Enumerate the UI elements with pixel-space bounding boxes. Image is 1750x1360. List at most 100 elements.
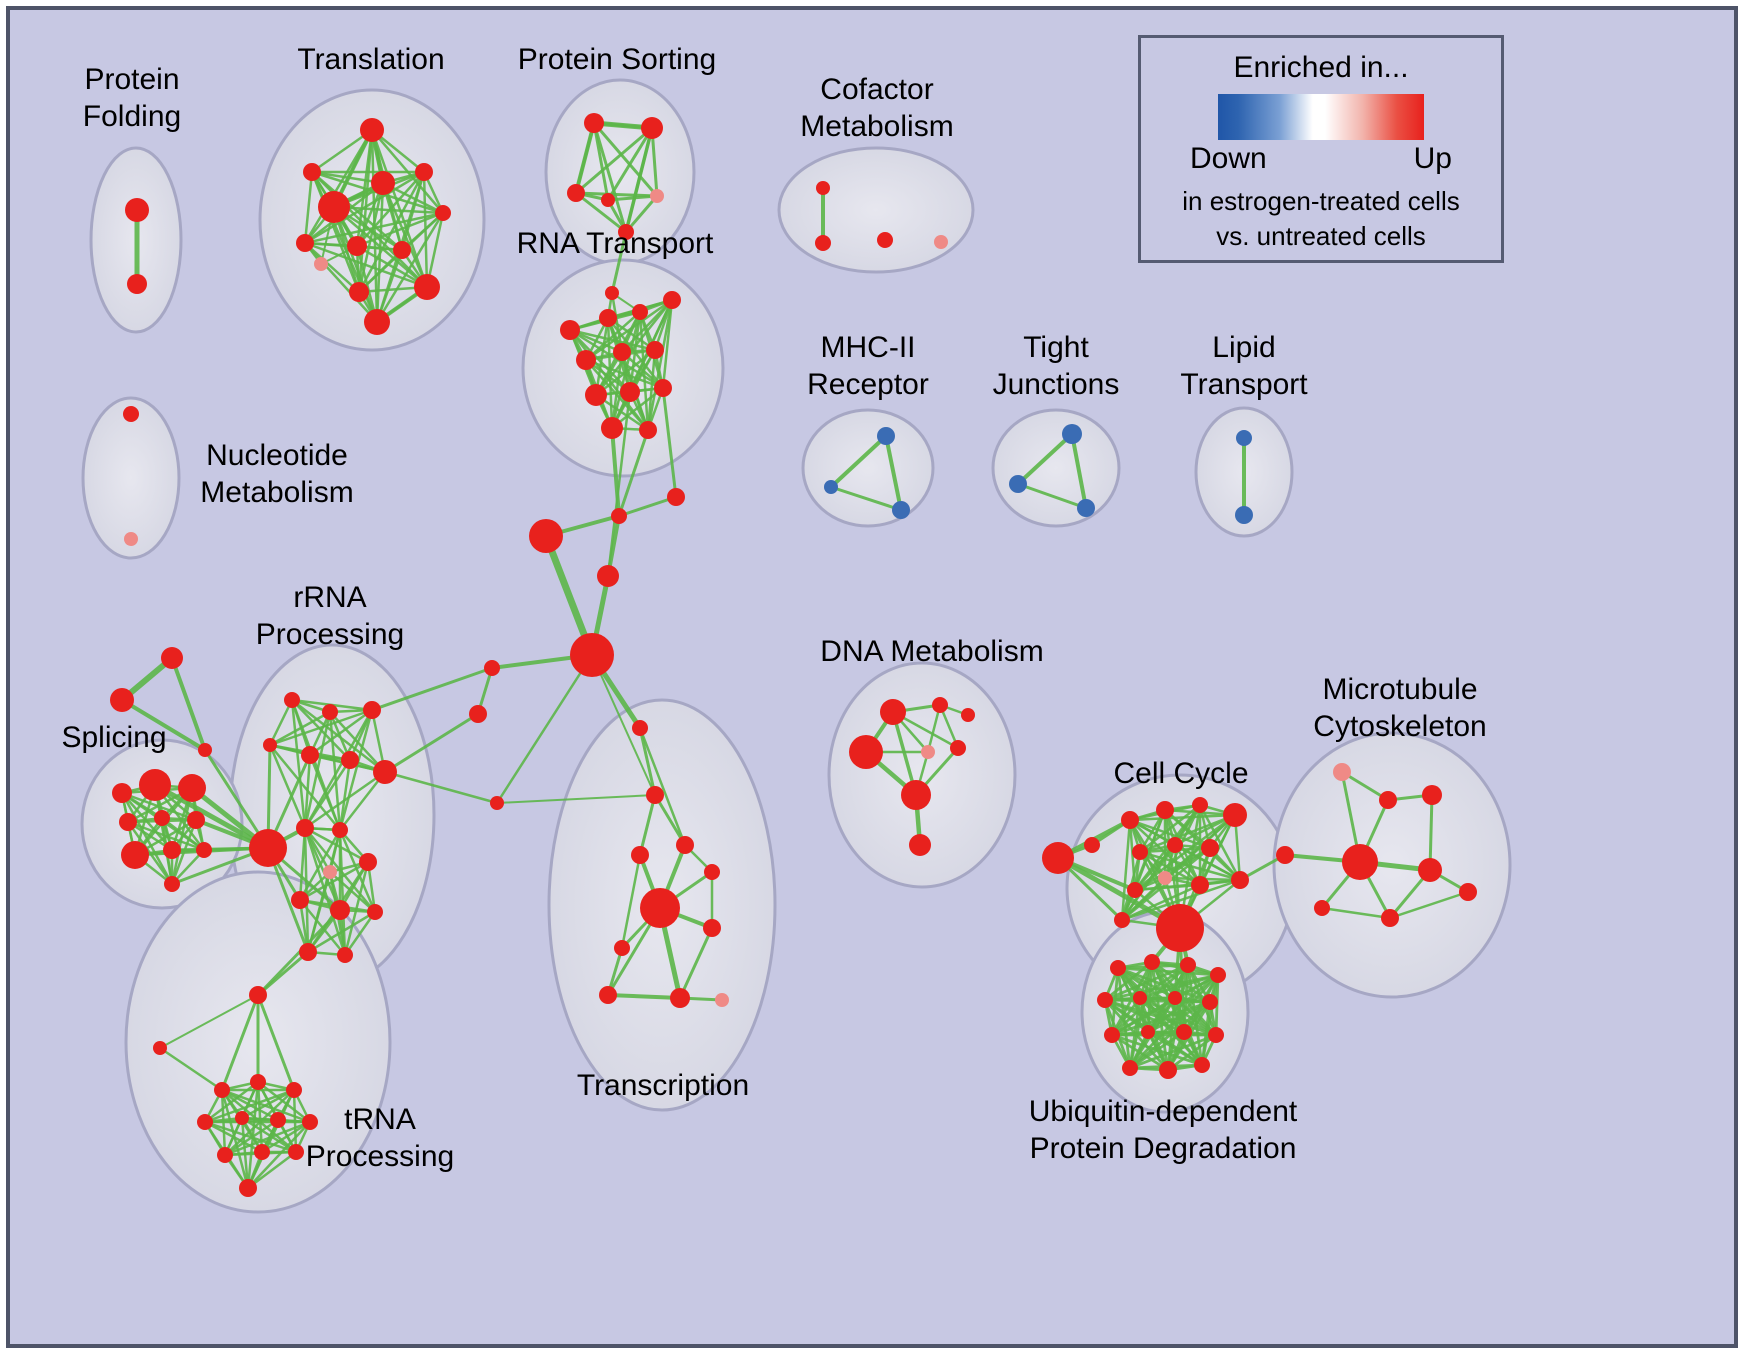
edge xyxy=(355,244,429,289)
gene-set-node xyxy=(1156,801,1174,819)
gene-set-node xyxy=(1159,1061,1177,1079)
gene-set-node xyxy=(1210,967,1226,983)
gene-set-node xyxy=(892,501,910,519)
gene-set-node xyxy=(1236,430,1252,446)
gene-set-node xyxy=(631,846,649,864)
gene-set-node xyxy=(288,1144,304,1160)
edge xyxy=(256,950,310,997)
gene-set-node xyxy=(314,257,328,271)
gene-set-node xyxy=(187,811,205,829)
edge xyxy=(159,994,259,1049)
edge xyxy=(1070,432,1088,510)
cluster-ellipse-tight-junctions xyxy=(991,408,1121,528)
gene-set-node xyxy=(198,743,212,757)
gene-set-node xyxy=(1009,475,1027,493)
edge xyxy=(653,793,687,847)
edge xyxy=(678,926,714,1000)
gene-set-node xyxy=(611,508,627,524)
gene-set-node xyxy=(601,417,623,439)
edge xyxy=(338,758,352,832)
gene-set-node xyxy=(1168,991,1182,1005)
gene-set-node xyxy=(178,774,206,802)
gene-set-node xyxy=(646,341,664,359)
cluster-label-rna-transport: RNA Transport xyxy=(516,227,714,260)
gene-set-node xyxy=(599,309,617,327)
gene-set-node xyxy=(1276,846,1294,864)
edge xyxy=(1120,818,1132,922)
gene-set-node xyxy=(110,688,134,712)
edge xyxy=(160,816,206,852)
edge xyxy=(926,703,942,754)
edge xyxy=(370,128,429,289)
gene-set-node xyxy=(154,810,170,826)
edge xyxy=(496,794,656,804)
gene-set-node xyxy=(1084,837,1100,853)
edge xyxy=(338,708,374,832)
edge xyxy=(303,708,374,830)
edge xyxy=(298,828,342,902)
edge xyxy=(246,1150,298,1190)
gene-set-node xyxy=(1121,811,1139,829)
edge xyxy=(591,654,656,796)
gene-set-node xyxy=(1132,844,1148,860)
edge xyxy=(203,748,270,850)
gene-set-node xyxy=(490,796,504,810)
edge xyxy=(338,828,377,914)
gene-set-node xyxy=(605,286,619,300)
cluster-ellipse-cofactor-metabolism xyxy=(777,146,975,274)
legend-end-labels: Down Up xyxy=(1190,142,1452,176)
gene-set-node xyxy=(1379,791,1397,809)
gene-set-node xyxy=(880,699,906,725)
gene-set-node xyxy=(249,986,267,1004)
gene-set-node xyxy=(393,241,411,259)
edge xyxy=(574,191,659,198)
edge xyxy=(638,726,657,797)
edge xyxy=(332,205,379,324)
gene-set-node xyxy=(921,745,935,759)
edge xyxy=(1320,906,1392,920)
edge xyxy=(355,211,445,248)
gene-set-node xyxy=(296,819,314,837)
edge xyxy=(1388,890,1470,920)
gene-set-node xyxy=(632,304,648,320)
gene-set-node xyxy=(161,647,183,669)
gene-set-node xyxy=(1104,1027,1120,1043)
gene-set-node xyxy=(934,235,948,249)
gene-set-node xyxy=(1122,1060,1138,1076)
edge xyxy=(646,298,674,432)
legend-description-line1: in estrogen-treated cells xyxy=(1182,186,1460,216)
gene-set-node xyxy=(901,780,931,810)
edge xyxy=(290,698,307,830)
edge xyxy=(223,1120,312,1157)
gene-set-node xyxy=(239,1179,257,1197)
gene-set-node xyxy=(254,1144,270,1160)
gene-set-node xyxy=(961,708,975,722)
cluster-label-nucleotide-metabolism: Nucleotide Metabolism xyxy=(200,439,354,509)
edge xyxy=(1016,482,1088,510)
edge xyxy=(1173,843,1242,882)
gene-set-node xyxy=(613,343,631,361)
edge xyxy=(158,1046,224,1092)
edge xyxy=(574,121,596,195)
edge xyxy=(650,126,659,198)
edge xyxy=(343,910,377,957)
edge xyxy=(310,128,374,174)
edge xyxy=(338,770,387,832)
gene-set-node xyxy=(1314,900,1330,916)
gene-set-node xyxy=(163,841,181,859)
gene-set-node xyxy=(1180,957,1196,973)
edge xyxy=(829,434,888,489)
edge xyxy=(268,710,332,747)
edge xyxy=(574,126,654,195)
gene-set-node xyxy=(950,740,966,756)
edge xyxy=(246,1120,312,1190)
gene-set-node xyxy=(303,163,321,181)
cluster-label-protein-sorting: Protein Sorting xyxy=(517,43,717,76)
edge xyxy=(620,853,642,950)
legend-up-label: Up xyxy=(1413,142,1452,175)
cluster-label-translation: Translation xyxy=(297,43,445,76)
gene-set-node xyxy=(849,735,883,769)
edge xyxy=(606,993,682,1000)
gene-set-node xyxy=(597,565,619,587)
cluster-label-microtubule-cytoskeleton: Microtubule Cytoskeleton xyxy=(1313,673,1487,743)
